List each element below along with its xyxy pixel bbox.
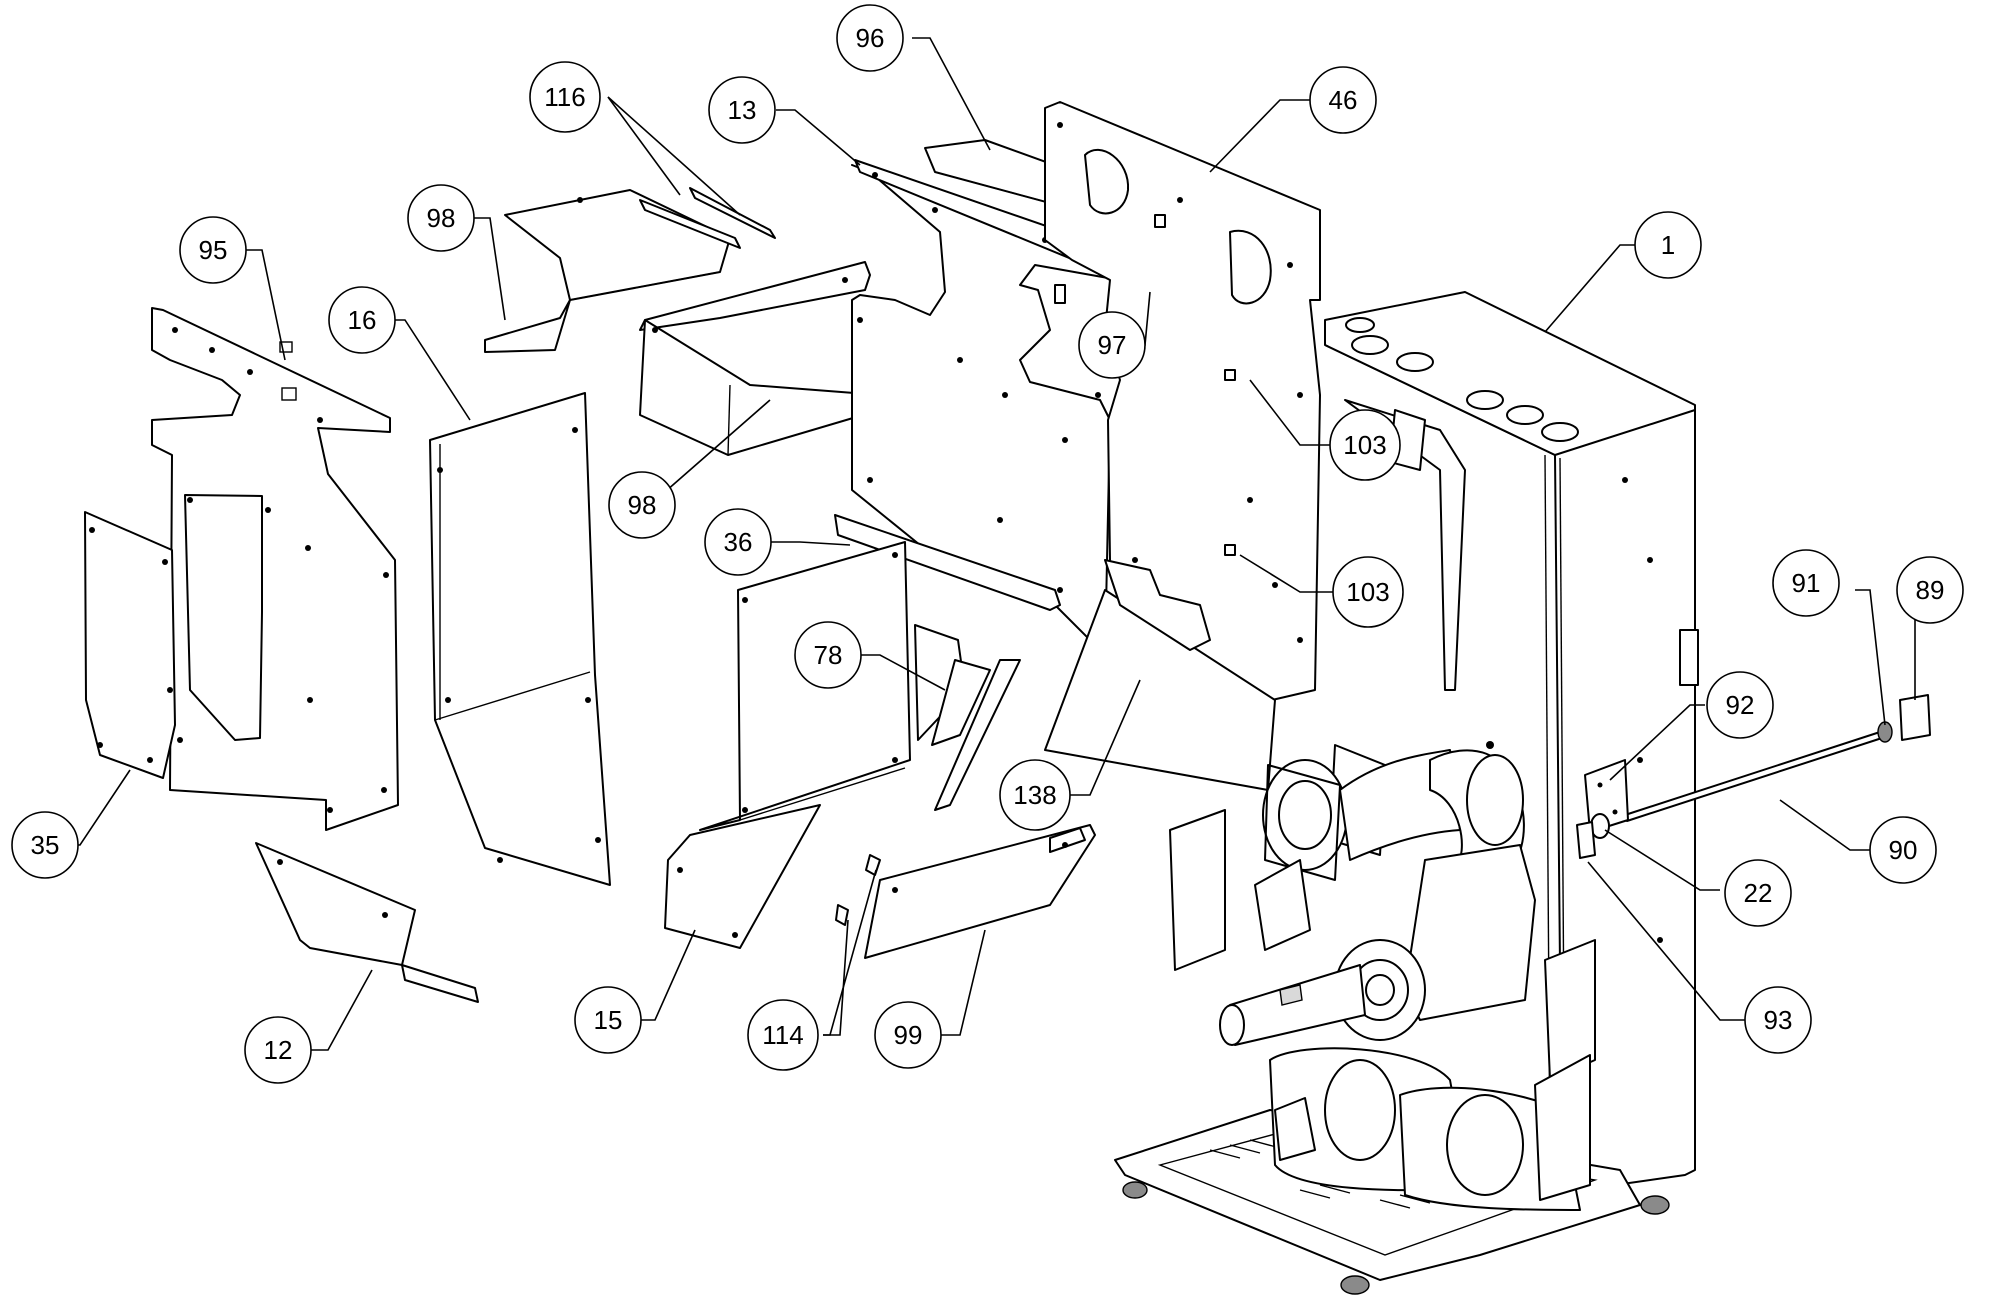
svg-text:92: 92 <box>1726 690 1755 720</box>
svg-text:13: 13 <box>728 95 757 125</box>
svg-text:46: 46 <box>1329 85 1358 115</box>
part-92-bracket <box>1584 759 1629 833</box>
svg-text:35: 35 <box>31 830 60 860</box>
svg-text:96: 96 <box>856 23 885 53</box>
part-12-bottom-deflector <box>255 842 479 1003</box>
callout-103-lower: 103 <box>1332 556 1404 628</box>
part-78-small-plate <box>914 624 1021 811</box>
part-16-hopper-panel <box>429 392 611 886</box>
svg-text:103: 103 <box>1346 577 1389 607</box>
svg-text:1: 1 <box>1661 230 1675 260</box>
svg-text:116: 116 <box>544 82 585 112</box>
callout-92: 92 <box>1706 671 1774 739</box>
svg-text:91: 91 <box>1792 568 1821 598</box>
part-99-floor-tray <box>864 824 1096 959</box>
callout-36: 36 <box>704 508 772 576</box>
part-95-back-panel <box>151 307 399 831</box>
callout-116: 116 <box>529 61 601 133</box>
svg-text:93: 93 <box>1764 1005 1793 1035</box>
svg-text:90: 90 <box>1889 835 1918 865</box>
callout-78: 78 <box>794 621 862 689</box>
callout-98-upper: 98 <box>407 184 475 252</box>
part-138-lower-baffle <box>1044 559 1276 791</box>
svg-text:89: 89 <box>1916 575 1945 605</box>
callout-96: 96 <box>836 4 904 72</box>
part-36-rail <box>834 514 1061 611</box>
svg-text:95: 95 <box>199 235 228 265</box>
svg-text:15: 15 <box>594 1005 623 1035</box>
part-114-clips <box>835 854 881 926</box>
callout-97: 97 <box>1078 311 1146 379</box>
callout-103-upper: 103 <box>1329 409 1401 481</box>
part-93-terminal <box>1576 821 1596 859</box>
callout-16: 16 <box>328 286 396 354</box>
part-15-front-panel <box>664 541 911 949</box>
callout-46: 46 <box>1309 66 1377 134</box>
svg-text:103: 103 <box>1343 430 1386 460</box>
svg-text:114: 114 <box>762 1020 803 1050</box>
svg-text:22: 22 <box>1744 878 1773 908</box>
callout-90: 90 <box>1869 816 1937 884</box>
svg-text:36: 36 <box>724 527 753 557</box>
callout-15: 15 <box>574 986 642 1054</box>
svg-text:97: 97 <box>1098 330 1127 360</box>
callout-91: 91 <box>1772 549 1840 617</box>
callout-98-lower: 98 <box>608 471 676 539</box>
callout-89: 89 <box>1896 556 1964 624</box>
svg-text:98: 98 <box>427 203 456 233</box>
svg-text:78: 78 <box>814 640 843 670</box>
part-116-rods <box>639 187 776 249</box>
callout-138: 138 <box>999 759 1071 831</box>
callout-13: 13 <box>708 76 776 144</box>
callout-99: 99 <box>874 1001 942 1069</box>
callout-95: 95 <box>179 216 247 284</box>
fan-burner-assembly <box>1169 399 1596 1211</box>
svg-text:12: 12 <box>264 1035 293 1065</box>
svg-text:16: 16 <box>348 305 377 335</box>
svg-text:99: 99 <box>894 1020 923 1050</box>
callout-114: 114 <box>747 999 819 1071</box>
callout-93: 93 <box>1744 986 1812 1054</box>
callout-1: 1 <box>1634 211 1702 279</box>
callout-12: 12 <box>244 1016 312 1084</box>
part-98-upper-hood <box>484 189 731 353</box>
svg-text:98: 98 <box>628 490 657 520</box>
svg-text:138: 138 <box>1013 780 1056 810</box>
callout-22: 22 <box>1724 859 1792 927</box>
leader-lines <box>63 37 1916 1051</box>
callout-35: 35 <box>11 811 79 879</box>
part-35-side-plate <box>84 511 176 779</box>
part-89-cap <box>1899 694 1931 741</box>
part-98-lower-hood <box>639 261 881 456</box>
